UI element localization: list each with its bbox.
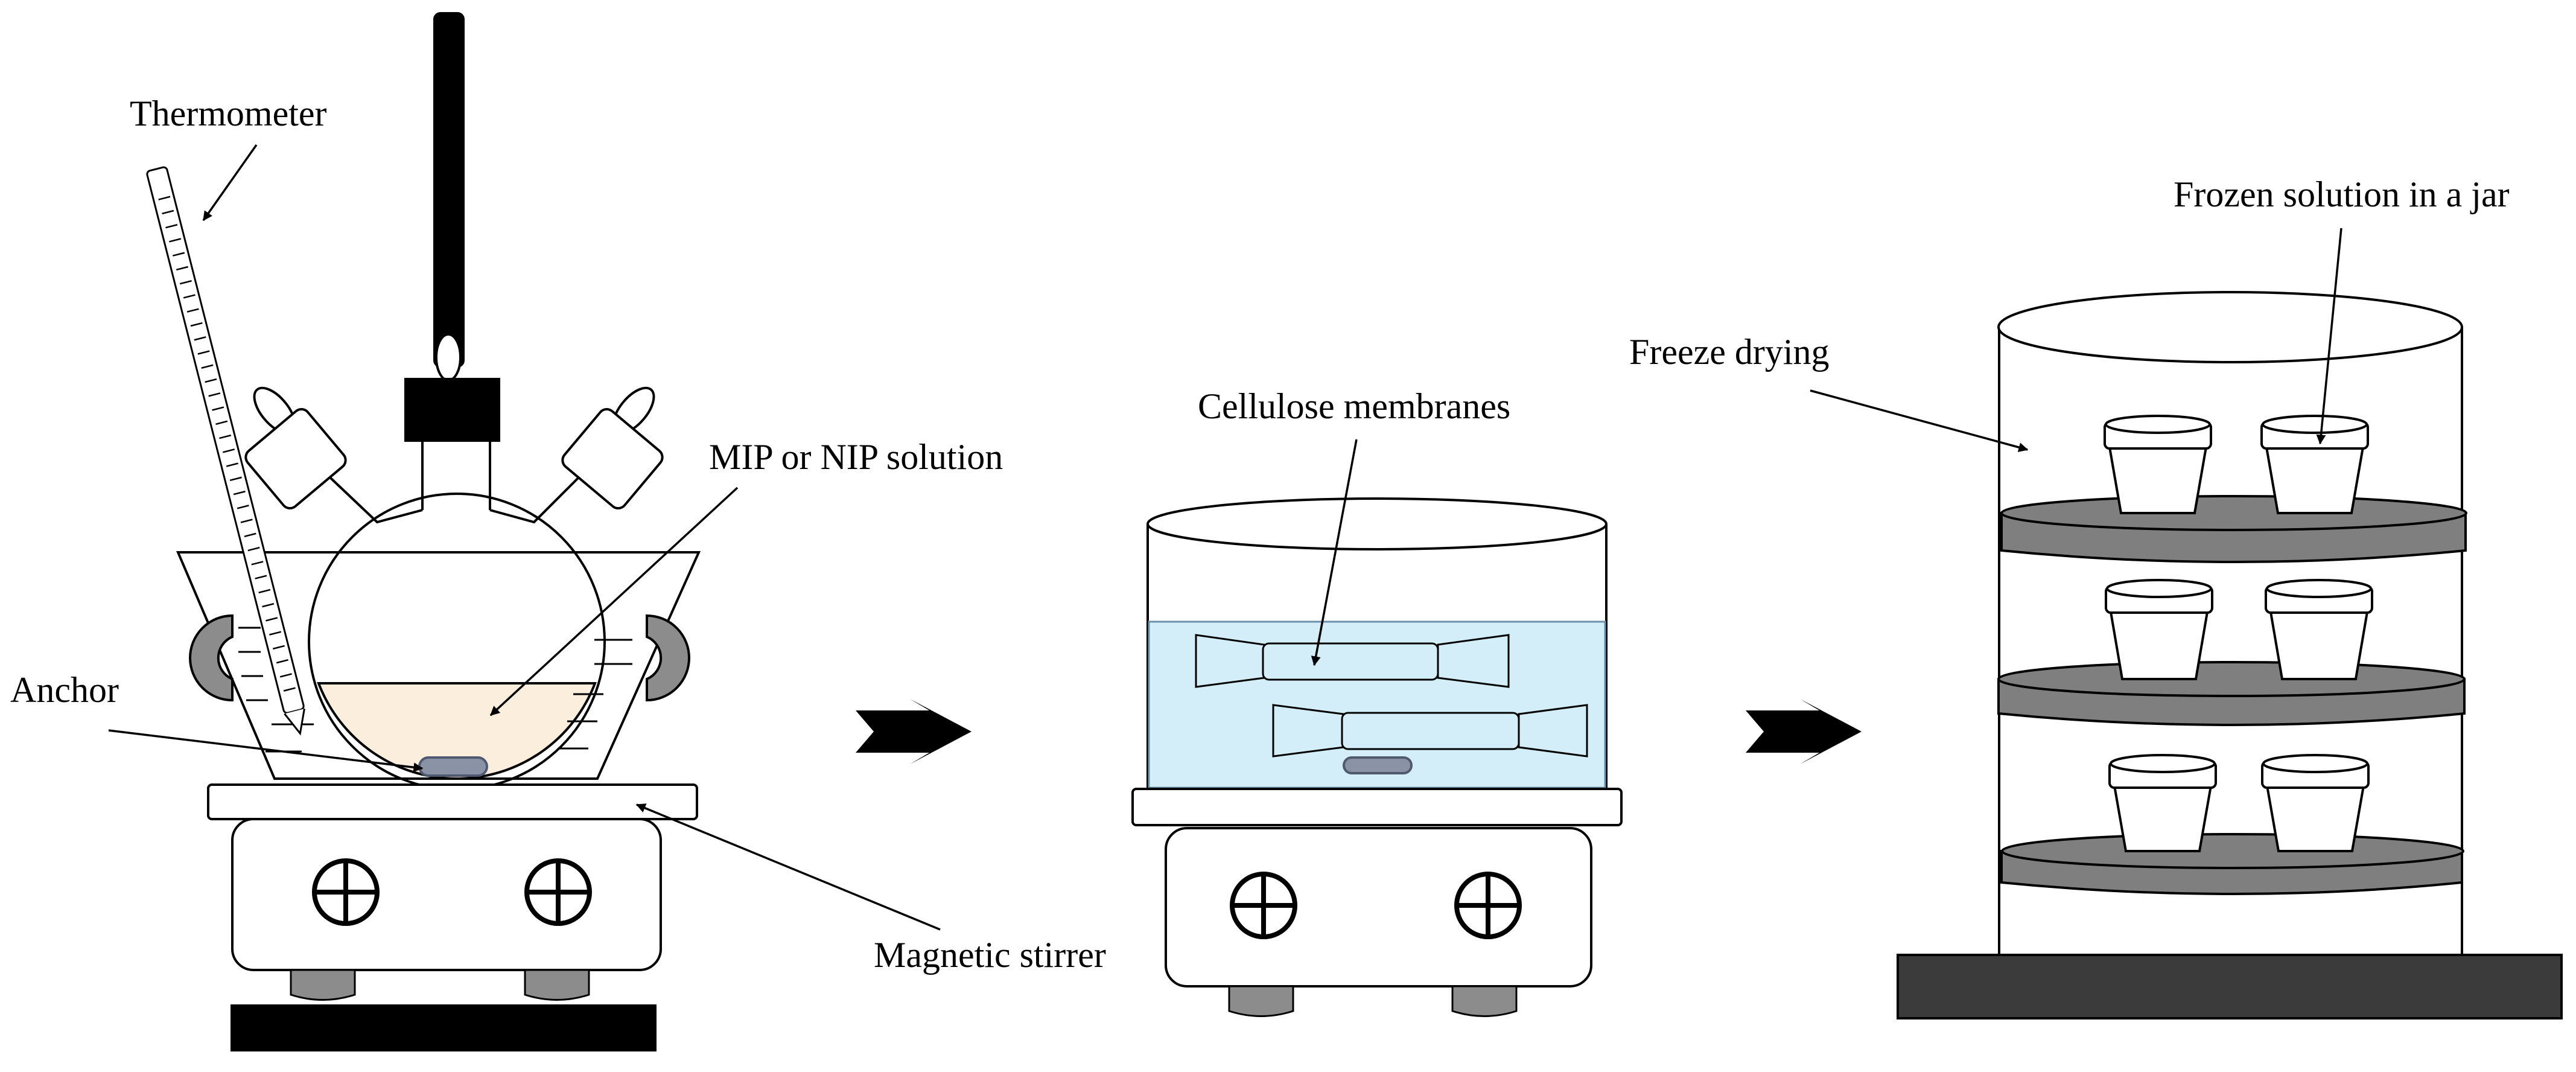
label-freeze-drying: Freeze drying [1629, 332, 1830, 372]
thermometer [146, 166, 305, 736]
dialysis-setup [1131, 497, 1623, 1017]
label-membranes: Cellulose membranes [1198, 386, 1510, 426]
magnetic-stirrer-1 [207, 783, 698, 1001]
label-magnetic-stirrer: Magnetic stirrer [874, 935, 1106, 975]
label-frozen-jar: Frozen solution in a jar [2174, 174, 2510, 214]
dryer-shelf [2000, 495, 2467, 563]
flask-necks [319, 441, 590, 524]
callout-freeze-drying [1810, 389, 2029, 452]
label-solution: MIP or NIP solution [709, 437, 1003, 477]
callout-solution [489, 487, 739, 716]
beaker-rim [1146, 497, 1608, 550]
callout-lines [108, 144, 2342, 931]
dryer-base [1897, 954, 2563, 1019]
dryer-shelf [2000, 833, 2464, 895]
jar [2104, 415, 2212, 514]
callout-thermometer [202, 144, 258, 222]
magnetic-stirrer-2 [1131, 788, 1623, 1017]
crosshair-knob-icon [524, 858, 592, 926]
crosshair-knob-icon [1230, 872, 1297, 939]
jar [2260, 415, 2369, 514]
anchor-stir-bar [418, 756, 488, 777]
jar [2265, 579, 2373, 680]
label-thermometer: Thermometer [130, 94, 327, 133]
flask-stoppers [244, 386, 664, 510]
label-anchor: Anchor [10, 670, 119, 710]
reaction-setup [146, 12, 701, 1051]
flask-solution [317, 682, 597, 780]
dryer-shelf [1997, 661, 2466, 726]
bath-level-lines [238, 627, 632, 753]
cellulose-membrane [1195, 634, 1510, 688]
dryer-lid [1997, 291, 2463, 363]
jar [2261, 754, 2370, 852]
lab-bench [231, 1004, 657, 1051]
callout-stirrer [635, 803, 941, 931]
callout-membranes [1311, 439, 1358, 666]
anchor-stir-bar [1343, 756, 1413, 774]
overhead-stirrer [404, 12, 500, 442]
callout-frozen-jar [2316, 228, 2342, 445]
water-bath [176, 551, 701, 780]
right-arrow-icon [856, 699, 972, 764]
jar [2105, 579, 2213, 680]
crosshair-knob-icon [1454, 872, 1522, 939]
crosshair-knob-icon [312, 858, 380, 926]
bath-handles [189, 614, 690, 702]
callout-anchor [108, 729, 424, 773]
cellulose-membrane [1272, 704, 1588, 758]
right-arrow-icon [1746, 699, 1862, 764]
freeze-dryer [1897, 291, 2563, 1019]
jar [2108, 754, 2217, 852]
